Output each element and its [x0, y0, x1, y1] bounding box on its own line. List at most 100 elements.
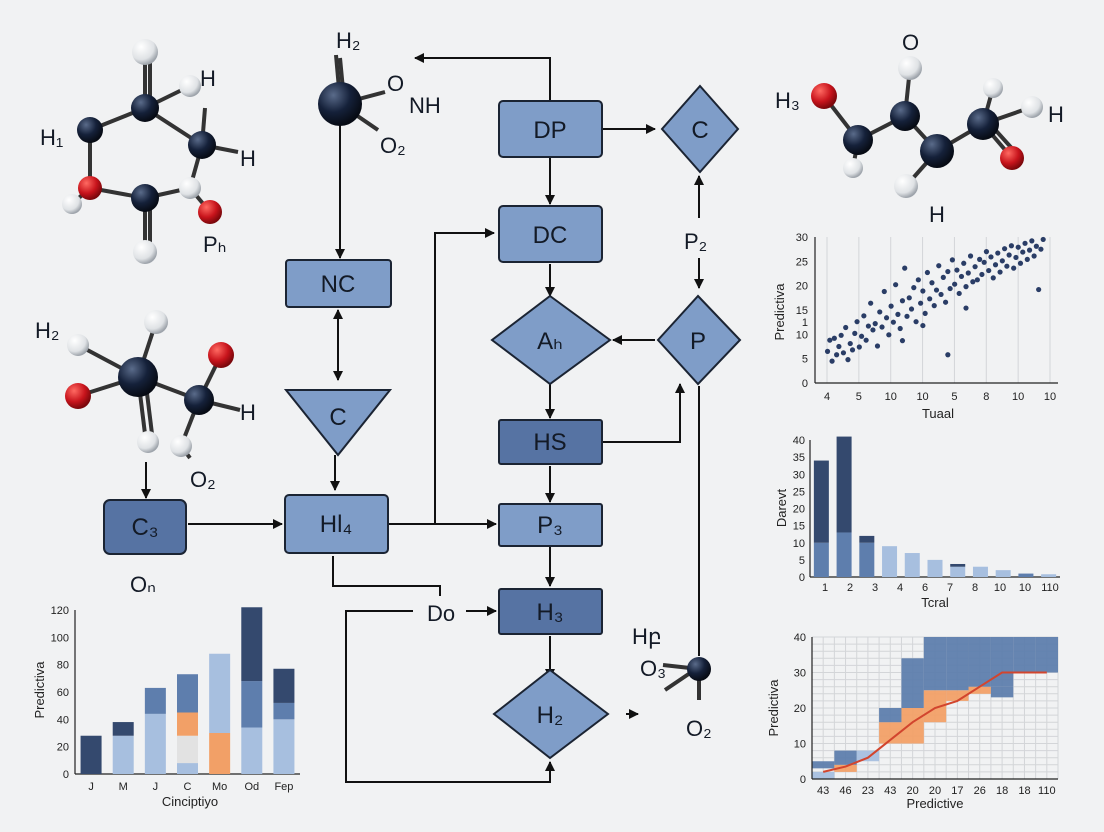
mol2-o2: O₂: [190, 467, 216, 492]
chart1-point: [895, 311, 901, 317]
chart1-ytick: 5: [802, 354, 808, 366]
chart3-cell: [946, 690, 969, 701]
chart1-point: [970, 279, 976, 285]
chart1-point: [999, 258, 1005, 264]
chart1-point: [852, 330, 858, 336]
chart1-point: [992, 262, 999, 268]
chart1-point: [836, 343, 842, 350]
svg-text:Hl₄: Hl₄: [320, 511, 352, 538]
chart1-point: [1020, 249, 1026, 255]
chart1-point: [965, 270, 971, 276]
chart2-bar-segment: [927, 559, 943, 577]
chart2-xtick: 6: [922, 582, 928, 594]
edge-hl4-to-do: [332, 556, 441, 596]
chart3-cell: [812, 771, 835, 779]
chart1-point: [908, 306, 915, 312]
chart0-bar-segment: [144, 713, 166, 774]
node-c-triangle: C: [283, 389, 393, 457]
chart3-cell: [1013, 637, 1036, 673]
chart0-bar-segment: [273, 668, 295, 703]
chart0-bar-segment: [241, 607, 263, 682]
chart1-point: [997, 269, 1003, 275]
chart2-xtick: 7: [947, 582, 953, 594]
chart3-cell: [879, 722, 902, 744]
atom-dark-top: [318, 82, 362, 126]
chart1-point: [879, 324, 885, 330]
chart0-xtick: J: [153, 781, 159, 793]
chart3-cell: [923, 690, 947, 723]
chart1-point: [831, 335, 837, 341]
chart1-ytick: 20: [796, 281, 808, 293]
chart1-point: [874, 343, 881, 349]
chart1-point: [877, 309, 883, 315]
chart0-bar-segment: [80, 735, 102, 774]
flow-atoms: [318, 54, 711, 700]
chart1-point: [961, 260, 967, 266]
chart1-point: [915, 277, 921, 283]
chart1-point: [983, 249, 990, 255]
chart3-series-line: [822, 671, 1047, 773]
chart1-point: [872, 321, 878, 327]
chart1-point: [952, 281, 958, 287]
chart3-cell: [968, 637, 991, 687]
label-o3: O₃: [640, 656, 666, 681]
svg-text:H₃: H₃: [536, 599, 563, 626]
chart1-point: [1008, 243, 1015, 249]
chart1-point: [890, 319, 896, 325]
chart3-xtick: 20: [907, 785, 919, 797]
chart2-ytick: 25: [793, 486, 805, 498]
chart2-xtick: 8: [972, 582, 978, 594]
chart1-point: [861, 313, 867, 319]
chart2-ytick: 20: [793, 504, 805, 516]
chart2-bar-segment: [859, 535, 875, 543]
chart1-point: [1029, 238, 1035, 244]
chart1-point: [888, 303, 894, 309]
chart1-point: [847, 340, 853, 347]
chart2-ytick: 40: [793, 435, 805, 447]
edge-dp-to-h2: [414, 53, 551, 100]
chart0-xtick: J: [88, 781, 94, 793]
chart2-ytick: 5: [799, 555, 805, 567]
chart1-point: [897, 325, 903, 332]
chart1-point: [834, 352, 840, 358]
chart1-point: [995, 250, 1001, 256]
mol3-h3: H₃: [775, 88, 800, 113]
chart1-point: [956, 290, 962, 297]
chart1-point: [827, 337, 833, 343]
chart3-cell: [990, 637, 1014, 687]
atom-dark-bottom: [687, 657, 711, 681]
chart1-point: [1002, 246, 1008, 252]
mol1-h1: H₁: [40, 125, 63, 150]
chart1-point: [1040, 236, 1046, 243]
chart1-point: [854, 319, 860, 325]
label-do: Do: [427, 601, 455, 626]
chart2-xlabel: Tcral: [921, 595, 949, 610]
chart1-point: [963, 284, 969, 290]
chart3-cell: [856, 750, 880, 762]
chart3-xtick: 18: [1018, 785, 1030, 797]
node-dp: DP: [498, 100, 603, 158]
chart2-xtick: 3: [872, 582, 878, 594]
chart2-bar-segment: [813, 460, 829, 543]
mol3-h-right: H: [1048, 102, 1064, 127]
chart1-point: [927, 296, 933, 302]
node-c3: C₃: [103, 499, 187, 555]
chart1-ytick: 15: [796, 305, 808, 317]
chart1-point: [1033, 243, 1039, 249]
chart1-point: [977, 256, 983, 262]
chart1-point: [913, 319, 919, 325]
chart0-ylabel: Predictiva: [32, 661, 47, 719]
node-hl4: Hl₄: [284, 494, 389, 554]
chart1-xtick: 8: [983, 391, 989, 403]
chart3-xlabel: Predictive: [906, 796, 963, 811]
chart1-point: [974, 277, 980, 283]
chart1-point: [881, 288, 887, 295]
mol1-h-b: H: [240, 146, 256, 171]
svg-text:C: C: [329, 404, 346, 431]
chart2-bar-segment: [859, 542, 875, 577]
chart2-xtick: 4: [897, 582, 903, 594]
mol3-h-bottom: H: [929, 202, 945, 227]
chart0-bar-segment: [177, 763, 198, 774]
